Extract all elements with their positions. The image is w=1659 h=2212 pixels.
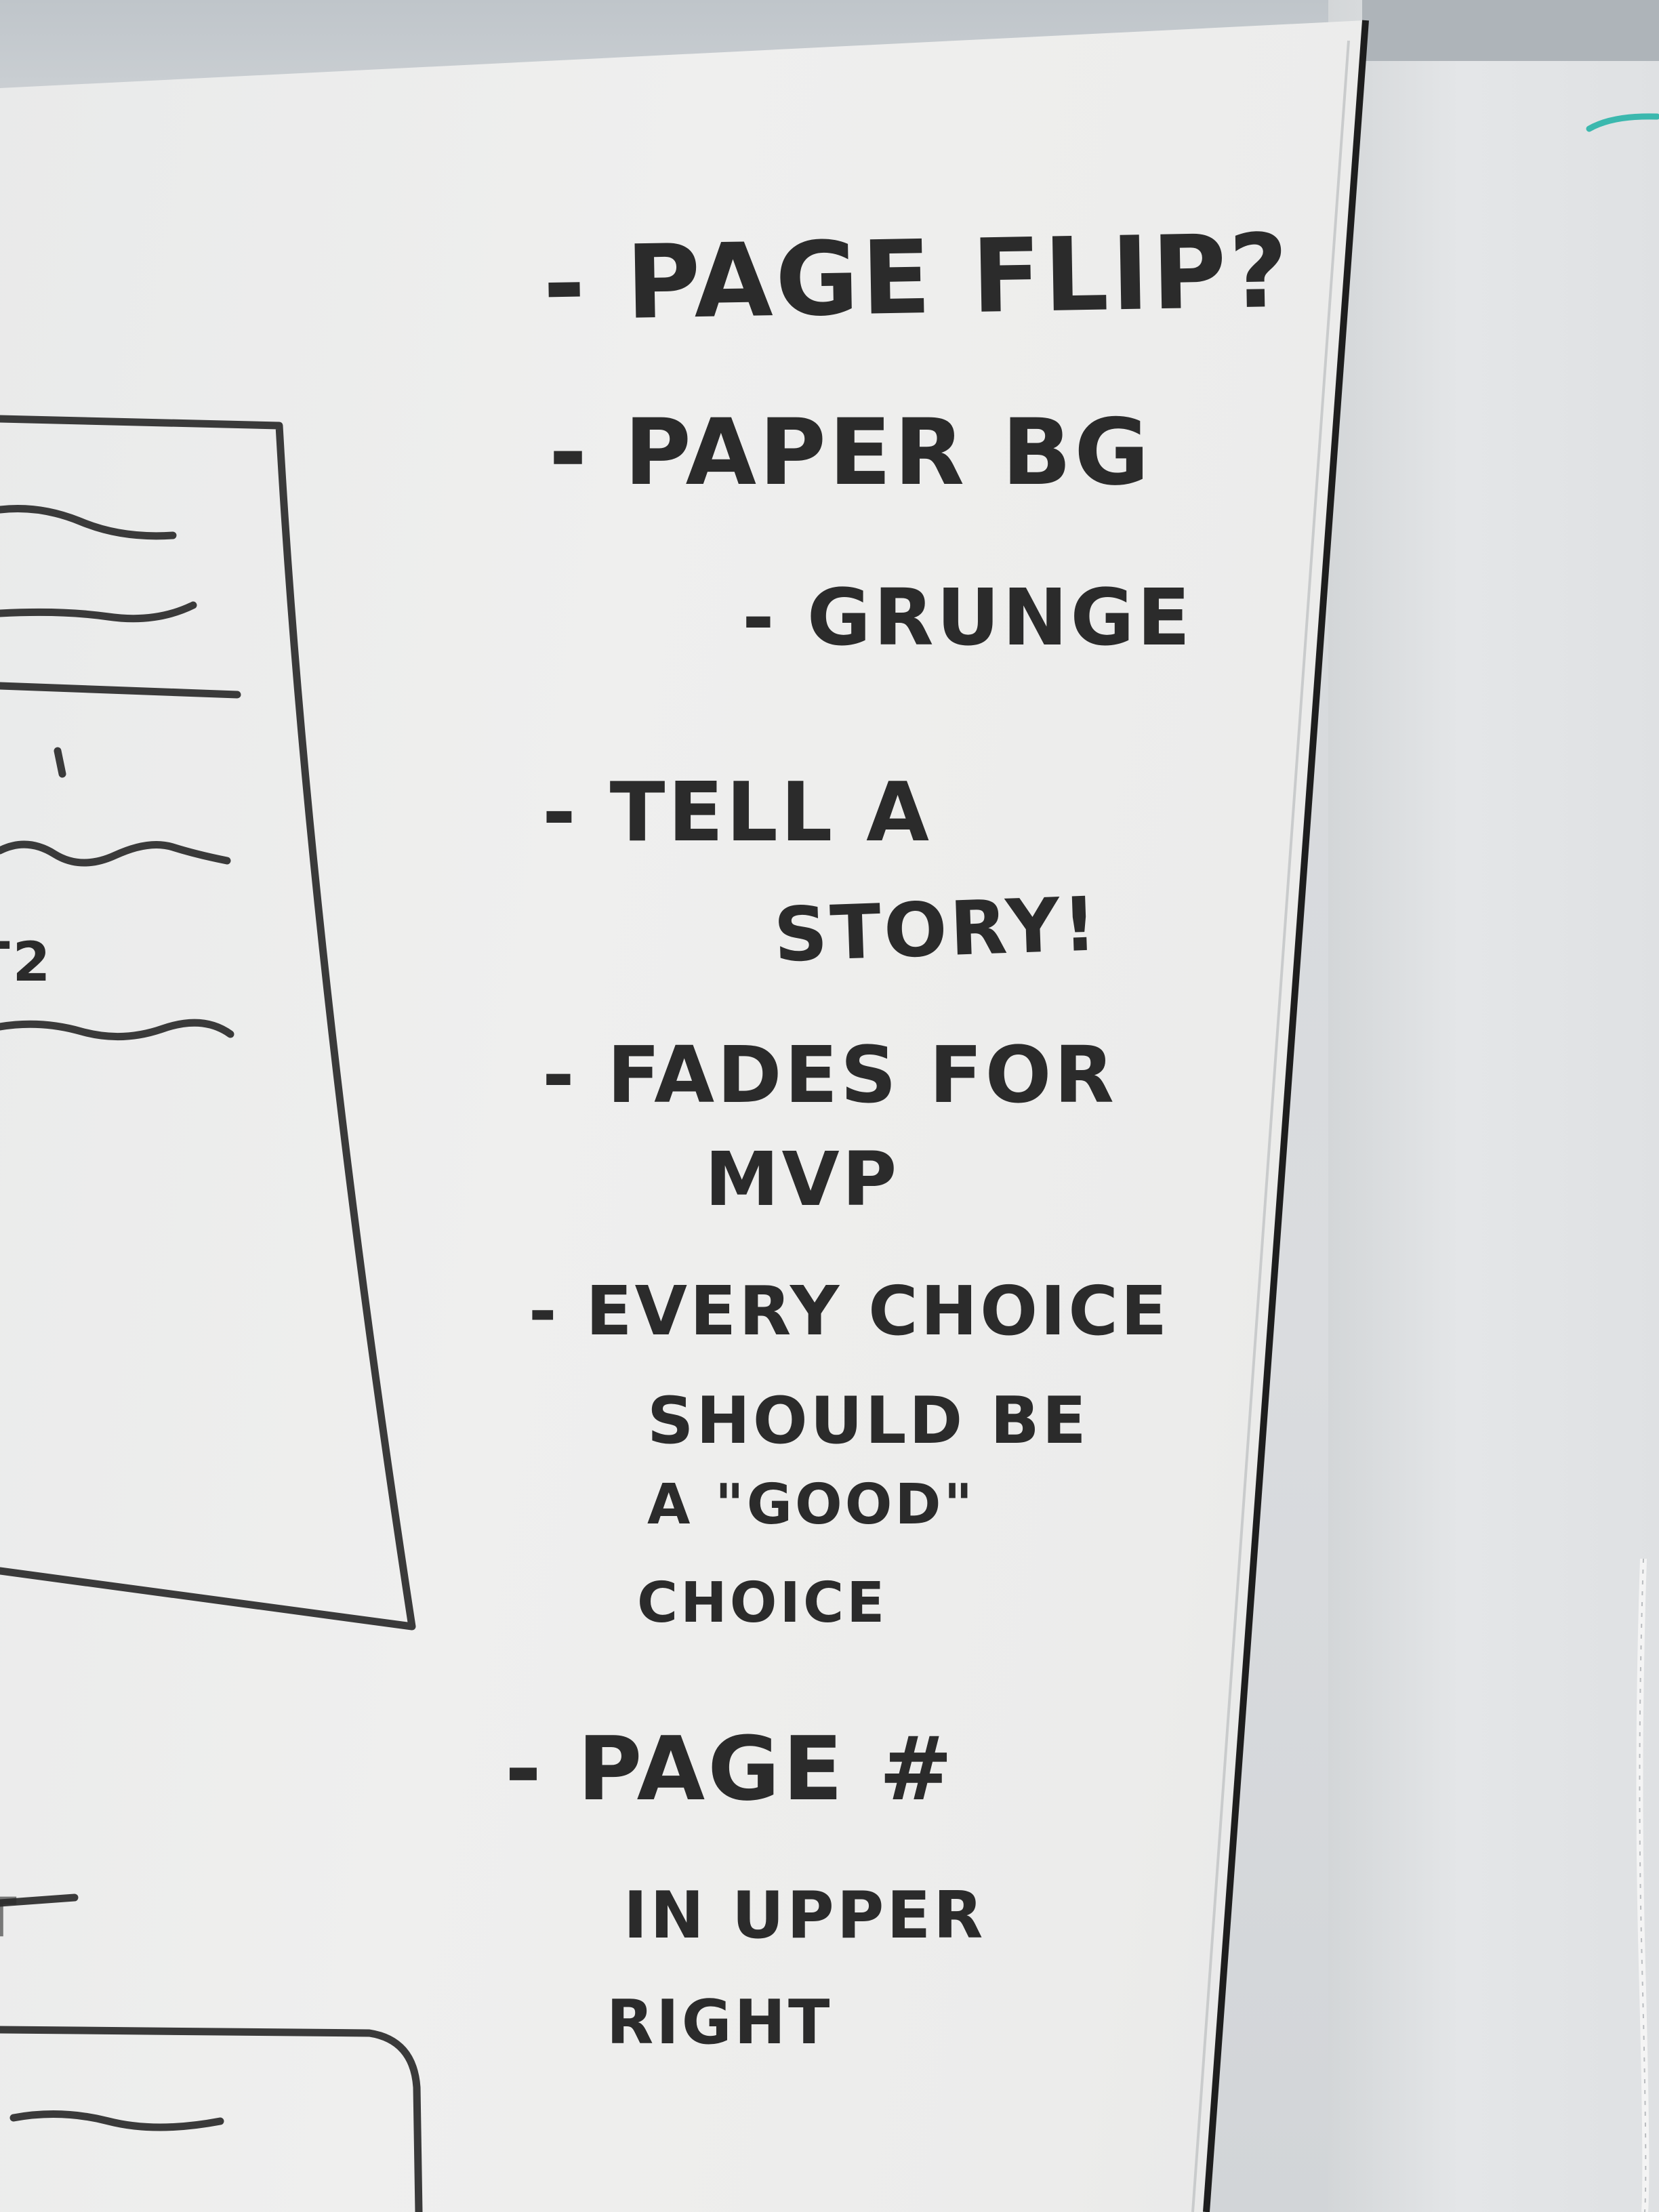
note-choice: CHOICE — [637, 1571, 888, 1635]
hanging-cord — [1636, 1559, 1650, 2212]
note-in-upper: IN UPPER — [623, 1879, 986, 1953]
note-fades-for: - FADES FOR — [542, 1030, 1117, 1121]
sketch-fragment-t2: T2 — [0, 930, 54, 994]
teal-marker-stroke — [1586, 113, 1659, 132]
note-every-choice: - EVERY CHOICE — [529, 1271, 1170, 1351]
sketch-fragment-t: T — [0, 1891, 20, 1945]
note-mvp: MVP — [705, 1136, 900, 1223]
note-story: STORY! — [772, 880, 1101, 979]
note-tell-a: - TELL A — [542, 766, 932, 860]
note-paper-bg: - PAPER BG — [549, 399, 1152, 506]
note-should-be: SHOULD BE — [647, 1384, 1089, 1458]
note-page-number: - PAGE # — [505, 1717, 956, 1820]
note-a-good: A "GOOD" — [647, 1473, 976, 1537]
background-whiteboard-panel — [1328, 0, 1659, 2212]
note-page-flip: - PAGE FLIP? — [541, 212, 1292, 344]
note-right: RIGHT — [607, 1987, 833, 2058]
background-wall — [1362, 0, 1659, 61]
note-grunge: - GRUNGE — [742, 573, 1193, 663]
